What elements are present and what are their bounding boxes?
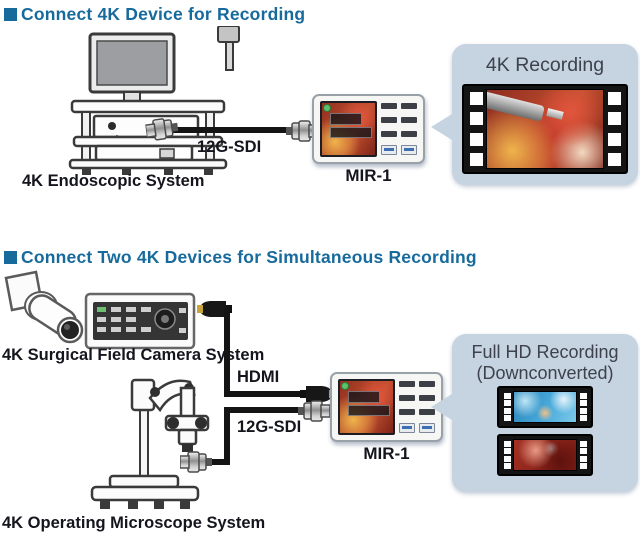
recorder-button [399, 395, 415, 401]
recorder-screen-2 [338, 379, 395, 435]
recorder-button [381, 103, 397, 109]
callout-title-4k: 4K Recording [485, 54, 605, 76]
endoscope-instrument-shape [487, 90, 546, 122]
callout-title-line2: (Downconverted) [476, 363, 614, 384]
callout-title-fullhd: Full HD Recording (Downconverted) [452, 342, 638, 384]
osd-overlay [348, 405, 390, 416]
mir1-recorder-2 [330, 372, 443, 442]
recorder-button [401, 131, 417, 137]
power-led-icon [323, 104, 331, 112]
recorder-button [419, 395, 435, 401]
film-strip-hd-2 [497, 434, 593, 476]
surgical-field-camera-illustration [4, 270, 84, 344]
surgical-footage-micro [513, 439, 577, 471]
mir1-recorder-1 [312, 94, 425, 164]
osd-overlay [330, 127, 372, 138]
hdmi-cable-label: HDMI [237, 368, 280, 386]
osd-overlay [330, 113, 362, 125]
mir1-label-2: MIR-1 [363, 444, 410, 463]
camera-system-label: 4K Surgical Field Camera System [2, 346, 265, 364]
recorder-button [399, 409, 415, 415]
film-sprockets [501, 439, 513, 471]
instrument-tip-shape [546, 108, 565, 120]
bullet-square-icon [4, 8, 17, 21]
sdi-cable-1 [170, 127, 296, 133]
film-sprockets [604, 89, 624, 169]
hdmi-cable-horizontal [224, 391, 306, 397]
microscope-system-label: 4K Operating Microscope System [2, 514, 266, 532]
power-led-icon [341, 382, 349, 390]
sdi-cable-vertical [224, 407, 230, 463]
recorder-button [401, 103, 417, 109]
film-strip-hd-1 [497, 386, 593, 428]
recorder-button [419, 381, 435, 387]
endoscopic-cart-illustration [68, 26, 240, 175]
callout-tail-icon [431, 114, 452, 140]
usb-port-icon [401, 145, 417, 155]
film-sprockets [577, 439, 589, 471]
osd-overlay [348, 391, 380, 403]
recorder-buttons-1 [381, 101, 417, 157]
recorder-button [381, 117, 397, 123]
surgical-footage-or [513, 391, 577, 423]
callout-tail-icon [431, 394, 452, 420]
bnc-connector-endoscope [144, 118, 179, 141]
bullet-square-icon [4, 251, 17, 264]
section2-heading-text: Connect Two 4K Devices for Simultaneous … [21, 247, 477, 267]
recording-callout-4k: 4K Recording [431, 44, 638, 185]
recorder-screen-1 [320, 101, 377, 157]
camera-control-unit-illustration [84, 292, 196, 350]
film-sprockets [501, 391, 513, 423]
section1-heading: Connect 4K Device for Recording [4, 4, 305, 25]
section2-heading: Connect Two 4K Devices for Simultaneous … [4, 247, 477, 268]
hdmi-cable-vertical [224, 309, 230, 397]
sdi-cable-label-1: 12G-SDI [197, 138, 262, 156]
bnc-connector-mir1-input-2 [298, 400, 330, 422]
sdi-cable-horizontal [224, 407, 302, 413]
surgical-footage-4k [486, 89, 604, 169]
usb-port-icon [381, 145, 397, 155]
usb-port-icon [419, 423, 435, 433]
sdi-cable-stub [208, 459, 230, 465]
operating-microscope-illustration [90, 378, 210, 509]
bnc-connector-microscope [180, 451, 212, 473]
mir1-label-1: MIR-1 [345, 166, 392, 185]
endoscopic-system-label: 4K Endoscopic System [22, 172, 205, 190]
recorder-button [399, 381, 415, 387]
recording-callout-fullhd: Full HD Recording (Downconverted) [431, 334, 638, 492]
recorder-button [381, 131, 397, 137]
recorder-button [401, 117, 417, 123]
section1-heading-text: Connect 4K Device for Recording [21, 4, 306, 24]
film-sprockets [577, 391, 589, 423]
usb-port-icon [399, 423, 415, 433]
recorder-buttons-2 [399, 379, 435, 435]
film-strip-4k [462, 84, 628, 174]
callout-title-line1: Full HD Recording [471, 342, 619, 362]
recorder-button [419, 409, 435, 415]
film-sprockets [466, 89, 486, 169]
sdi-cable-label-2: 12G-SDI [237, 418, 302, 436]
